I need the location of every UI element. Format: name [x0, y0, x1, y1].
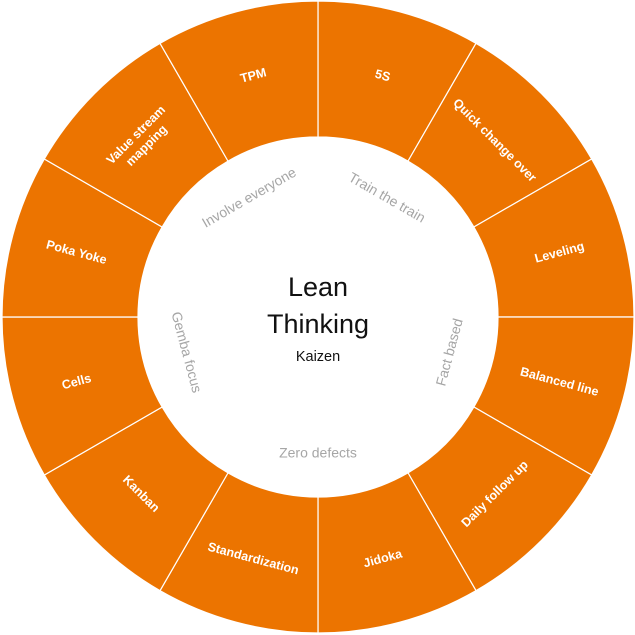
inner-principle-label: Zero defects	[279, 445, 357, 461]
center-title-line2: Thinking	[267, 309, 369, 339]
segment-label-line: 5S	[374, 67, 392, 84]
center-title: Lean Thinking Kaizen	[267, 272, 369, 365]
center-disc	[138, 137, 498, 497]
center-subtitle: Kaizen	[296, 349, 340, 365]
segment-label: TPM	[239, 65, 268, 85]
segment-label: 5S	[374, 67, 392, 84]
segment-label-line: TPM	[239, 65, 268, 85]
center-title-line1: Lean	[288, 272, 348, 302]
